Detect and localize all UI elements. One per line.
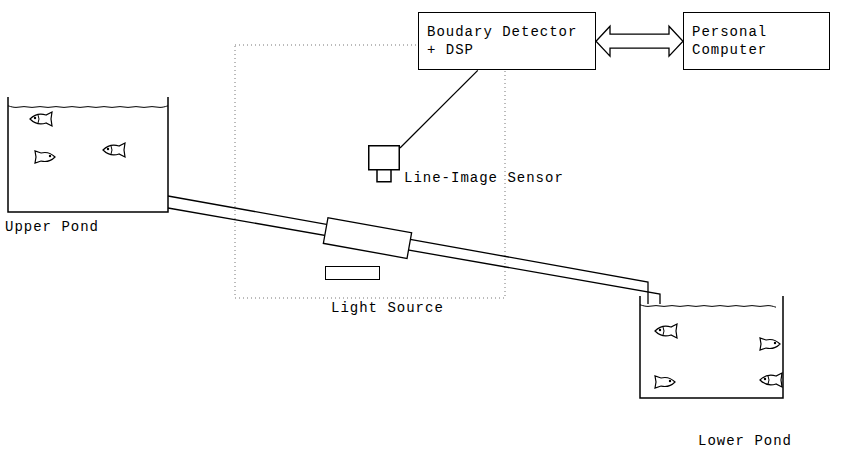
- light-source: Light Source: [325, 266, 380, 280]
- fish: [760, 338, 780, 350]
- part-label: Light Source: [331, 299, 444, 317]
- pipe-wall: [168, 208, 660, 304]
- part-label: Lower Pond: [698, 432, 792, 450]
- fish: [30, 112, 52, 126]
- pond-tank: Lower Pond: [640, 296, 783, 398]
- box-label: Boudary Detector + DSP: [427, 23, 585, 59]
- fish: [655, 324, 677, 338]
- fish: [35, 151, 55, 163]
- fish: [760, 373, 782, 387]
- pipe-wall: [168, 196, 648, 304]
- process-box: Boudary Detector + DSP: [418, 12, 596, 70]
- process-box: Personal Computer: [683, 12, 830, 70]
- tank-outline: [640, 296, 783, 398]
- signal-wire: [400, 70, 478, 148]
- part-label: Upper Pond: [5, 218, 99, 236]
- box-label: Personal Computer: [692, 23, 792, 59]
- fish: [103, 143, 125, 157]
- tank-outline: [8, 97, 168, 212]
- data-arrow: [596, 26, 683, 56]
- camera-outline: [368, 145, 400, 183]
- fish: [655, 376, 675, 388]
- line-image-sensor: Line-Image Sensor: [368, 145, 400, 183]
- measuring-cell: [323, 218, 411, 259]
- part-label: Line-Image Sensor: [404, 169, 564, 187]
- pond-tank: Upper Pond: [8, 97, 168, 212]
